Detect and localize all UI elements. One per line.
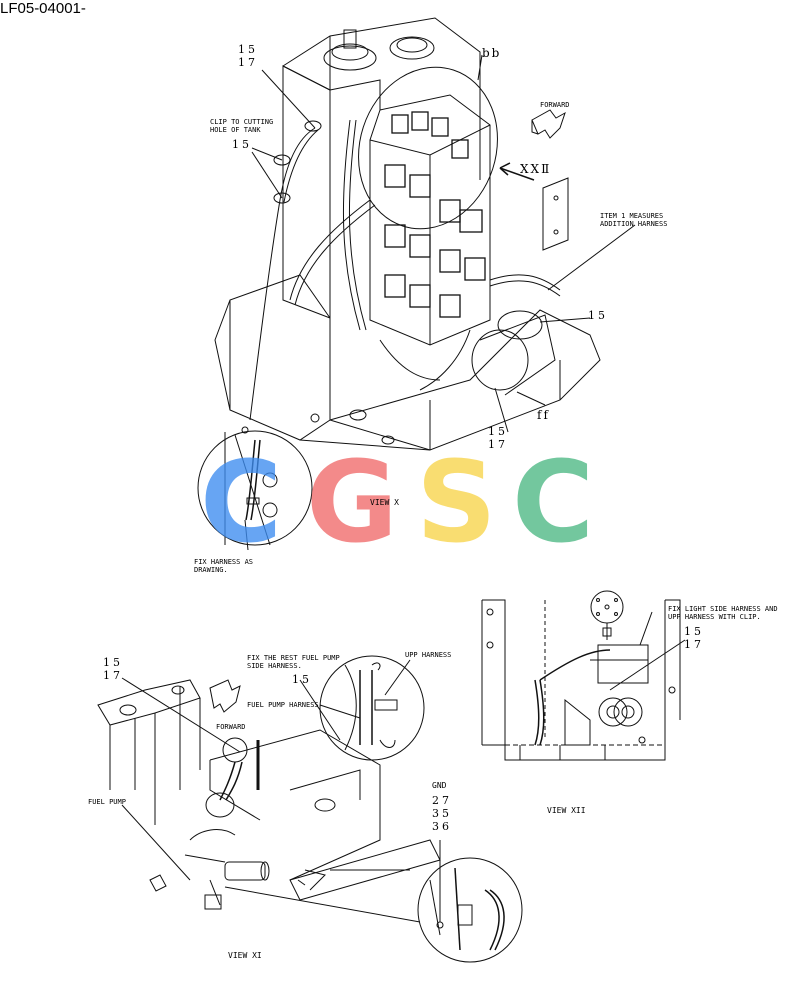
part-number-15-xi: 15 (103, 656, 123, 669)
watermark-letter-s: S (416, 438, 497, 568)
part-number-27: 27 (432, 794, 452, 807)
part-number-15-bottom: 15 (488, 425, 508, 438)
view-xi-label: VIEW XI (228, 951, 262, 960)
watermark-letter-c2: C (512, 438, 595, 568)
callout-bb: bb (482, 46, 502, 60)
label-fix-harness: FIX HARNESS AS DRAWING. (194, 558, 254, 574)
part-number-17-top: 17 (238, 56, 258, 69)
part-number-17-xi: 17 (103, 669, 123, 682)
part-number-15-top: 15 (238, 43, 258, 56)
label-gnd: GND (432, 781, 447, 790)
view-xii-label: VIEW XII (547, 806, 586, 815)
label-clip-to-cutting: CLIP TO CUTTING HOLE OF TANK (210, 118, 274, 134)
callout-xxii: XXⅡ (520, 162, 552, 176)
watermark-letter-c1: C (200, 438, 283, 568)
label-fuel-pump-harness: FUEL PUMP HARNESS (247, 701, 319, 709)
document-code: LF05-04001- (0, 0, 86, 17)
view-xii-detail (481, 590, 686, 761)
view-x-label: VIEW X (370, 498, 399, 507)
label-fix-light-side: FIX LIGHT SIDE HARNESS AND UPP HARNESS W… (668, 605, 778, 621)
label-fix-rest-fuel-pump: FIX THE REST FUEL PUMP SIDE HARNESS. (247, 654, 340, 670)
part-number-17-bottom: 17 (488, 438, 508, 451)
part-number-15-clip: 15 (232, 138, 252, 151)
view-x-detail (197, 426, 313, 551)
part-number-15-right: 15 (588, 309, 608, 322)
watermark-letter-g: G (306, 438, 398, 568)
part-number-17-xii: 17 (684, 638, 704, 651)
part-number-35: 35 (432, 807, 452, 820)
label-item-measures: ITEM 1 MEASURES ADDITION HARNESS (600, 212, 668, 228)
view-xi-detail (97, 655, 523, 963)
callout-ff: ff (537, 408, 550, 422)
label-fuel-pump: FUEL PUMP (88, 798, 126, 806)
label-forward-left: FORWARD (216, 723, 246, 731)
part-number-15-xii: 15 (684, 625, 704, 638)
label-forward-top: FORWARD (540, 101, 570, 109)
part-number-15-fuel: 15 (292, 673, 312, 686)
label-upp-harness: UPP HARNESS (405, 651, 452, 659)
part-number-36: 36 (432, 820, 452, 833)
main-valve-assembly (214, 17, 636, 451)
